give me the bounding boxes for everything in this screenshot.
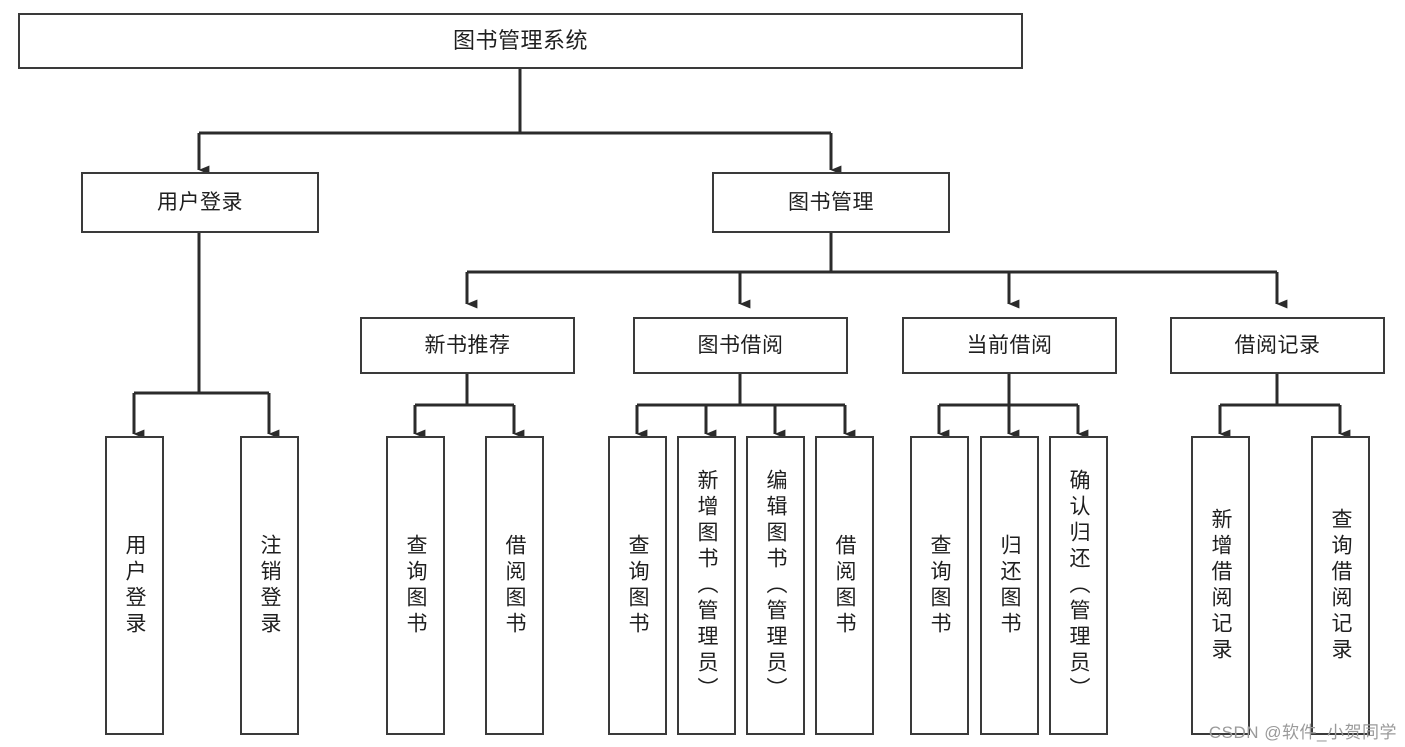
node-current-borrow[interactable]: 当前借阅 (902, 317, 1117, 374)
node-label: 图书借阅 (697, 333, 784, 357)
node-label: 新增借阅记录 (1209, 507, 1232, 664)
leaf-borrow-query-book[interactable]: 查询图书 (608, 436, 667, 735)
node-label: 归还图书 (998, 533, 1021, 638)
leaf-current-confirm-return-admin[interactable]: 确认归还（管理员） (1049, 436, 1108, 735)
node-borrow-record[interactable]: 借阅记录 (1170, 317, 1385, 374)
node-book-management[interactable]: 图书管理 (712, 172, 950, 233)
leaf-recommend-query-book[interactable]: 查询图书 (386, 436, 445, 735)
node-label: 借阅图书 (833, 533, 856, 638)
leaf-user-login-login[interactable]: 用户登录 (105, 436, 164, 735)
csdn-watermark: CSDN @软件_小贺同学 (1208, 723, 1397, 742)
node-label: 新书推荐 (424, 333, 511, 357)
node-user-login[interactable]: 用户登录 (81, 172, 319, 233)
node-label: 用户登录 (123, 533, 146, 638)
leaf-record-add-borrow-record[interactable]: 新增借阅记录 (1191, 436, 1250, 735)
leaf-user-login-logout[interactable]: 注销登录 (240, 436, 299, 735)
node-label: 查询图书 (626, 533, 649, 638)
leaf-borrow-borrow-book[interactable]: 借阅图书 (815, 436, 874, 735)
node-label: 查询图书 (928, 533, 951, 638)
leaf-current-return-book[interactable]: 归还图书 (980, 436, 1039, 735)
leaf-recommend-borrow-book[interactable]: 借阅图书 (485, 436, 544, 735)
node-label: 查询图书 (404, 533, 427, 638)
leaf-borrow-add-book-admin[interactable]: 新增图书（管理员） (677, 436, 736, 735)
node-label: 查询借阅记录 (1329, 507, 1352, 664)
node-book-borrow[interactable]: 图书借阅 (633, 317, 848, 374)
node-label: 图书管理 (788, 190, 874, 214)
node-label: 注销登录 (258, 533, 281, 638)
node-label: 新增图书（管理员） (695, 468, 718, 703)
leaf-borrow-edit-book-admin[interactable]: 编辑图书（管理员） (746, 436, 805, 735)
node-new-book-recommend[interactable]: 新书推荐 (360, 317, 575, 374)
node-label: 图书管理系统 (452, 27, 588, 53)
node-label: 当前借阅 (966, 333, 1053, 357)
node-label: 借阅图书 (503, 533, 526, 638)
node-label: 用户登录 (157, 190, 243, 214)
leaf-current-query-book[interactable]: 查询图书 (910, 436, 969, 735)
node-label: 编辑图书（管理员） (764, 468, 787, 703)
node-root-book-management-system[interactable]: 图书管理系统 (18, 13, 1023, 69)
node-label: 借阅记录 (1234, 333, 1321, 357)
node-label: 确认归还（管理员） (1067, 468, 1090, 703)
leaf-record-query-borrow-record[interactable]: 查询借阅记录 (1311, 436, 1370, 735)
